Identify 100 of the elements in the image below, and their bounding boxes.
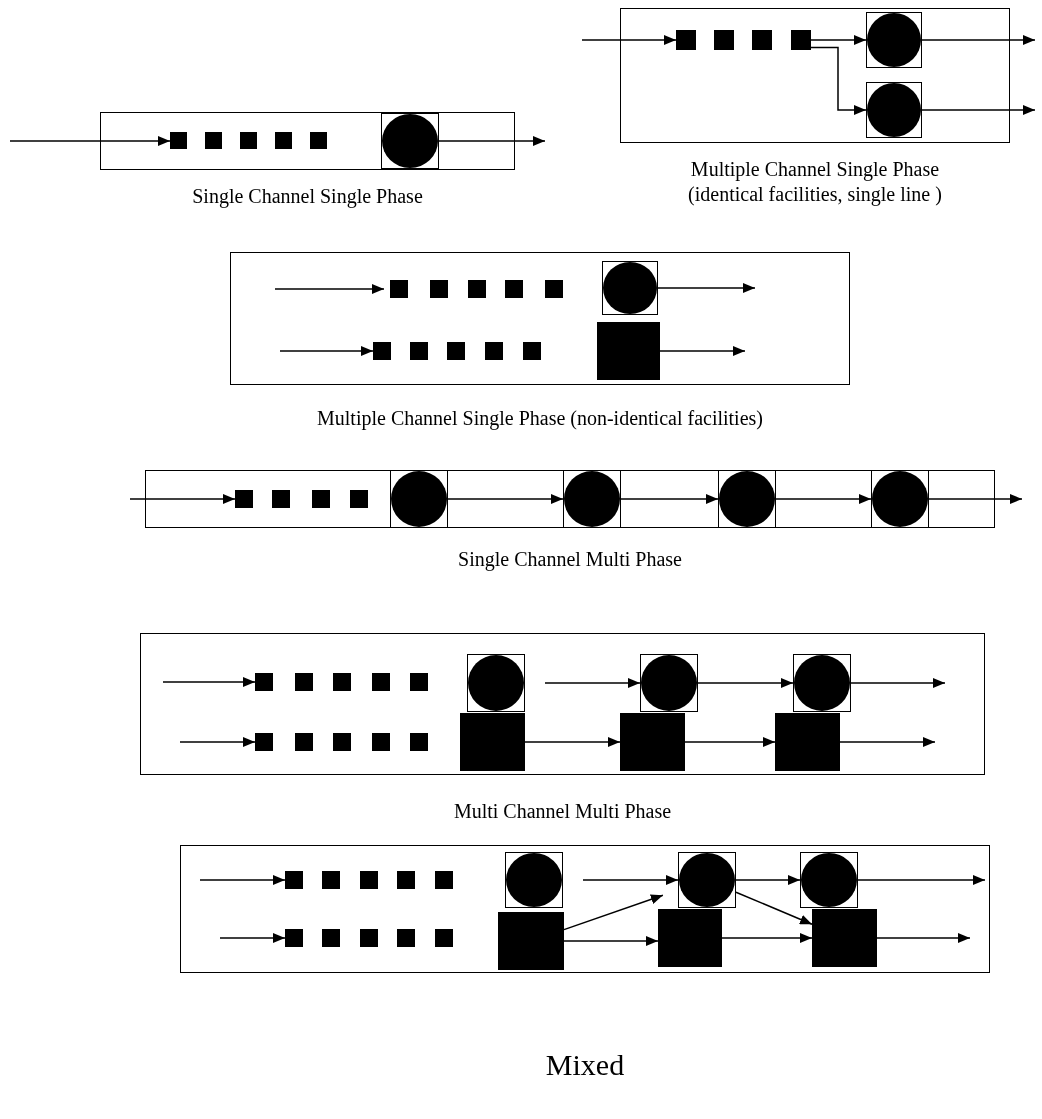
waiting-customer <box>294 732 313 751</box>
arrow <box>162 677 256 687</box>
waiting-customer <box>284 870 303 889</box>
panel-caption: Multi Channel Multi Phase <box>453 799 672 824</box>
waiting-customer <box>504 279 523 298</box>
arrow <box>563 936 659 946</box>
waiting-customer <box>284 928 303 947</box>
arrow <box>775 494 872 504</box>
server-circle <box>639 653 698 712</box>
panel-caption: Mixed <box>545 1047 625 1082</box>
arrow <box>876 933 971 943</box>
arrow <box>179 737 256 747</box>
waiting-customer <box>409 672 428 691</box>
arrow <box>438 136 546 146</box>
server-circle <box>380 112 439 169</box>
server-circle <box>601 260 658 315</box>
waiting-customer <box>359 870 378 889</box>
arrow <box>524 737 621 747</box>
waiting-customer <box>396 928 415 947</box>
server-circle <box>466 653 525 712</box>
server-circle <box>865 11 922 68</box>
server-block <box>657 908 722 967</box>
waiting-customer <box>274 132 292 149</box>
arrow <box>9 136 171 146</box>
waiting-customer <box>254 732 273 751</box>
arrow <box>839 737 936 747</box>
waiting-customer <box>254 672 273 691</box>
waiting-customer <box>446 341 465 360</box>
arrow <box>735 875 801 885</box>
waiting-customer <box>372 341 391 360</box>
server-circle <box>870 469 929 528</box>
arrow <box>199 875 286 885</box>
server-circle <box>389 469 448 528</box>
server-circle <box>865 81 922 138</box>
waiting-customer <box>239 132 257 149</box>
server-block <box>619 712 685 771</box>
waiting-customer <box>409 732 428 751</box>
waiting-customer <box>371 732 390 751</box>
waiting-customer <box>359 928 378 947</box>
server-circle <box>504 851 563 908</box>
server-block <box>596 321 660 380</box>
waiting-customer <box>311 489 330 508</box>
waiting-customer <box>434 870 453 889</box>
panel-caption: Single Channel Multi Phase <box>458 547 682 572</box>
waiting-customer <box>321 870 340 889</box>
waiting-customer <box>544 279 563 298</box>
server-block <box>497 911 564 970</box>
waiting-customer <box>371 672 390 691</box>
waiting-customer <box>409 341 428 360</box>
arrow <box>620 494 719 504</box>
waiting-customer <box>522 341 541 360</box>
panel-caption: Single Channel Single Phase <box>192 184 423 209</box>
arrow <box>921 105 1036 115</box>
waiting-customer <box>484 341 503 360</box>
panel-caption: Multiple Channel Single Phase (non-identical facilities) <box>317 406 763 431</box>
server-circle <box>717 469 776 528</box>
arrow <box>684 737 776 747</box>
arrow <box>657 283 756 293</box>
waiting-customer <box>271 489 290 508</box>
waiting-customer <box>349 489 368 508</box>
waiting-customer <box>434 928 453 947</box>
arrow <box>582 875 679 885</box>
arrow <box>921 35 1036 45</box>
waiting-customer <box>332 732 351 751</box>
arrow <box>857 875 986 885</box>
server-circle <box>677 851 736 908</box>
waiting-customer <box>467 279 486 298</box>
arrow <box>544 678 641 688</box>
server-circle <box>792 653 851 712</box>
server-block <box>774 712 840 771</box>
server-block <box>459 712 525 771</box>
server-circle <box>799 851 858 908</box>
arrow <box>810 35 867 45</box>
waiting-customer <box>234 489 253 508</box>
arrow <box>721 933 813 943</box>
waiting-customer <box>675 29 696 50</box>
waiting-customer <box>169 132 187 149</box>
waiting-customer <box>294 672 313 691</box>
waiting-customer <box>389 279 408 298</box>
waiting-customer <box>321 928 340 947</box>
panel-caption: Multiple Channel Single Phase (identical facilities, single line ) <box>687 157 943 207</box>
arrow <box>279 346 374 356</box>
waiting-customer <box>204 132 222 149</box>
arrow <box>697 678 794 688</box>
waiting-customer <box>713 29 734 50</box>
waiting-customer <box>790 29 811 50</box>
server-circle <box>562 469 621 528</box>
waiting-customer <box>429 279 448 298</box>
waiting-customer <box>332 672 351 691</box>
waiting-customer <box>309 132 327 149</box>
arrow <box>219 933 286 943</box>
arrow <box>928 494 1023 504</box>
arrow <box>659 346 746 356</box>
arrow <box>810 46 867 115</box>
arrow <box>563 894 664 931</box>
waiting-customer <box>751 29 772 50</box>
arrow <box>581 35 677 45</box>
waiting-customer <box>396 870 415 889</box>
arrow <box>735 891 813 926</box>
arrow <box>447 494 564 504</box>
